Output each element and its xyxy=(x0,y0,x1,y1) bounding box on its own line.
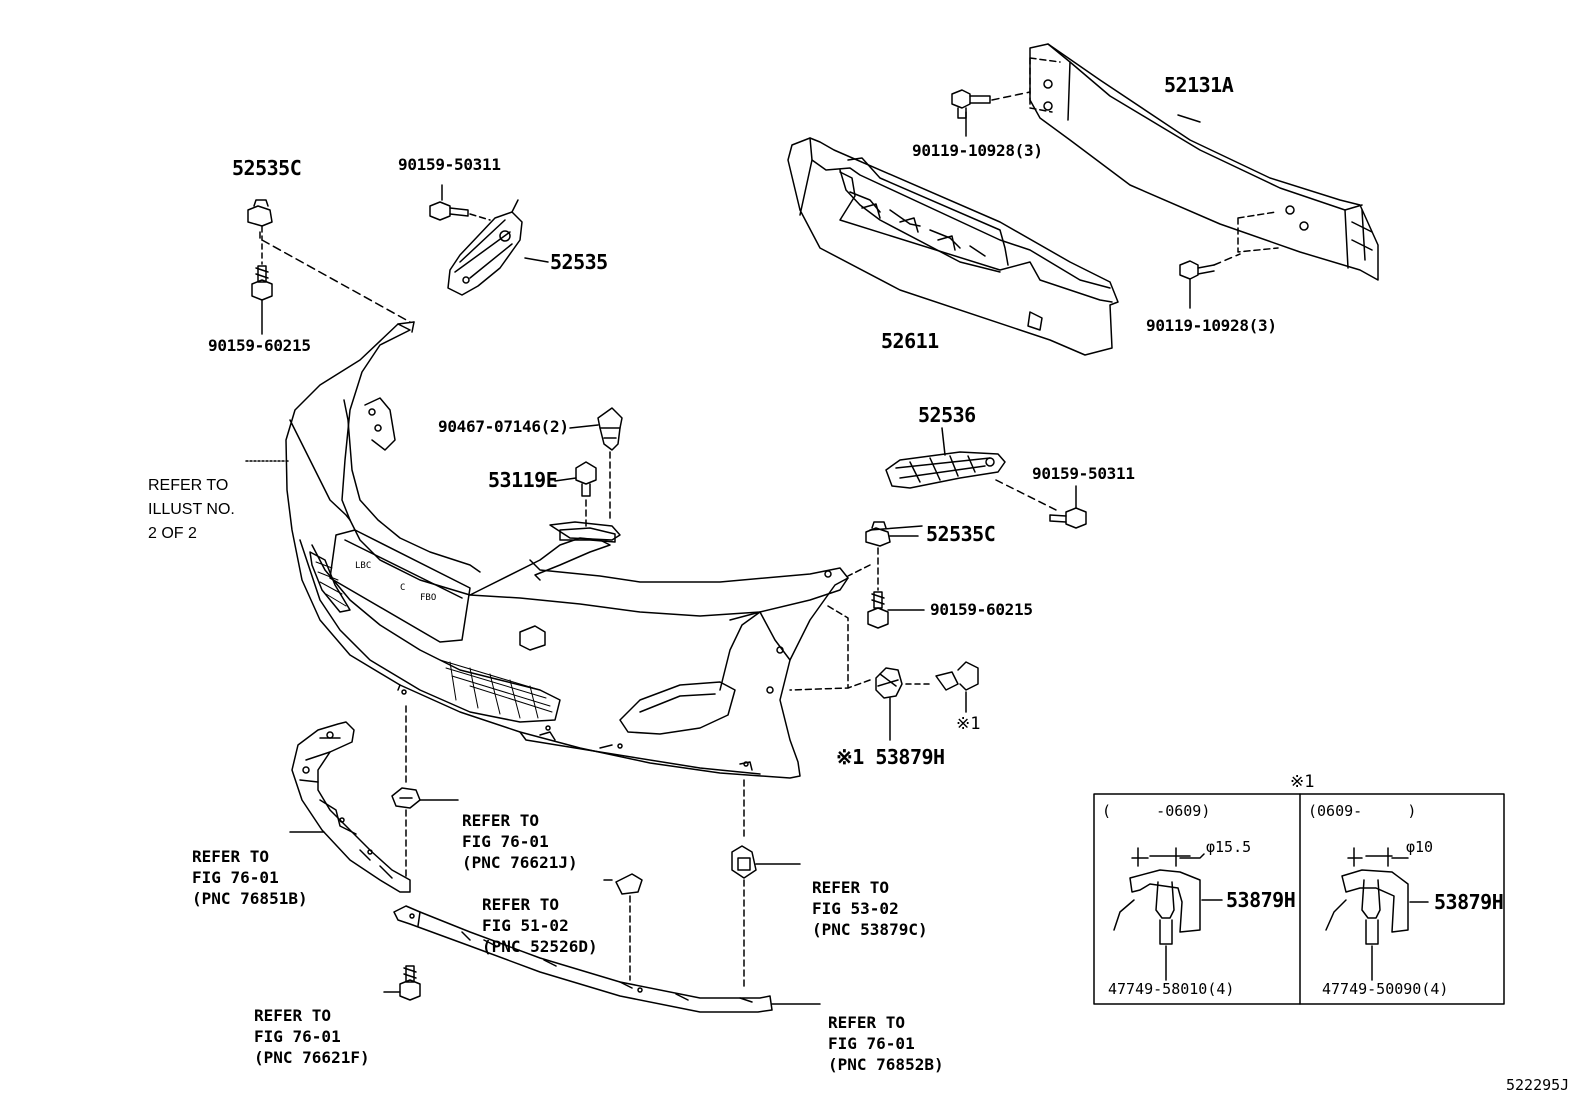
clip-icon-90467 xyxy=(569,407,623,521)
svg-text:C: C xyxy=(400,583,405,593)
bumper-top-tab xyxy=(549,521,621,541)
label-bolt-upper: 90119-10928(3) xyxy=(912,141,1043,160)
label-90159-50311-top: 90159-50311 xyxy=(398,155,501,174)
label-90159-50311-right: 90159-50311 xyxy=(1032,464,1135,483)
screw-icon-top-mid xyxy=(429,184,491,221)
illustration-code: 522295J xyxy=(1506,1076,1570,1094)
side-bracket-left xyxy=(447,199,549,296)
svg-text:LBC: LBC xyxy=(355,561,371,571)
energy-absorber xyxy=(787,137,1119,356)
inset-left-part: 53879H xyxy=(1226,888,1296,912)
lower-spoiler-left xyxy=(289,721,411,893)
svg-text:FBO: FBO xyxy=(420,593,436,603)
front-bumper-cover: LBC C FBO xyxy=(285,321,849,779)
screw-icon-right-lower xyxy=(789,591,925,691)
side-bracket-right xyxy=(885,427,1061,513)
bumper-reinforcement xyxy=(1029,43,1379,281)
clip-icon-lower-right xyxy=(731,779,801,987)
inset-right-dim: φ10 xyxy=(1406,838,1434,856)
label-bolt-lower: 90119-10928(3) xyxy=(1146,316,1277,335)
retainer-icon-top xyxy=(247,199,411,323)
label-52131a: 52131A xyxy=(1164,73,1234,97)
label-52535c-right: 52535C xyxy=(926,522,996,546)
screw-icon-right xyxy=(1049,485,1087,529)
clip-icon-lower-left xyxy=(391,705,459,881)
leader-52535c-right xyxy=(869,525,923,531)
label-52536: 52536 xyxy=(918,403,976,427)
inset-right-range: (0609- ) xyxy=(1308,802,1417,820)
label-53879h-sensor: ※1 53879H xyxy=(836,745,945,769)
label-52535c-top: 52535C xyxy=(232,156,302,180)
label-note-ref: ※1 xyxy=(956,714,981,734)
bolt-icon-lower xyxy=(1179,253,1241,309)
label-90467-07146: 90467-07146(2) xyxy=(438,417,569,436)
screw-icon-bottom xyxy=(383,965,421,1001)
label-52611: 52611 xyxy=(881,329,939,353)
inset-left-dim: φ15.5 xyxy=(1206,838,1252,856)
inset-left-sub: 47749-58010(4) xyxy=(1108,980,1235,998)
label-53119e: 53119E xyxy=(488,468,558,492)
clip-icon-53119e xyxy=(554,461,597,527)
label-90159-60215-left: 90159-60215 xyxy=(208,336,311,355)
screw-icon-top-left xyxy=(251,243,273,335)
clip-icon-lower-mid xyxy=(603,873,643,981)
lower-spoiler-bottom xyxy=(393,905,821,1013)
label-90159-60215-right: 90159-60215 xyxy=(930,600,1033,619)
inset-left-range: ( -0609) xyxy=(1102,802,1211,820)
inset-right-part: 53879H xyxy=(1434,890,1504,914)
leader-52131a xyxy=(1177,114,1201,123)
label-52535: 52535 xyxy=(550,250,608,274)
sensor-clip-icon xyxy=(935,661,979,713)
bolt-icon-upper xyxy=(951,89,1031,137)
inset-box xyxy=(1093,793,1505,1005)
sensor-icon xyxy=(847,667,933,741)
retainer-icon-right xyxy=(847,521,919,591)
inset-right-sub: 47749-50090(4) xyxy=(1322,980,1449,998)
inset-title: ※1 xyxy=(1290,772,1315,792)
